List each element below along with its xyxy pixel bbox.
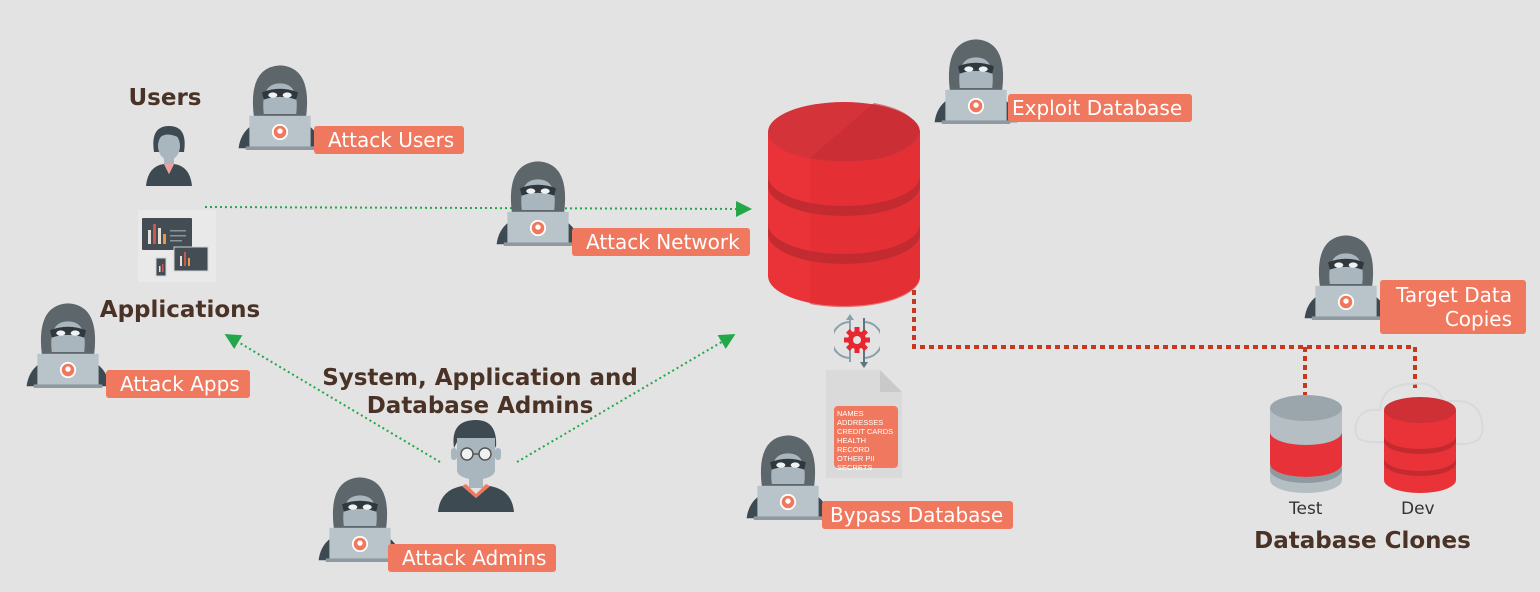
attack-admins-tag: Attack Admins bbox=[388, 544, 557, 572]
data-item: OTHER PII bbox=[837, 454, 875, 463]
dev-label: Dev bbox=[1401, 499, 1435, 519]
admins-to-apps-link bbox=[224, 333, 441, 463]
admin-icon bbox=[438, 420, 514, 512]
target-copies-line2: Copies bbox=[1444, 307, 1512, 331]
cloud-icon bbox=[1354, 382, 1484, 446]
data-item: SECRETS bbox=[837, 463, 873, 472]
attack-network-tag: Attack Network bbox=[572, 228, 750, 256]
users-to-db-link bbox=[204, 200, 752, 217]
hacker-icon bbox=[26, 303, 110, 388]
hacker-icon bbox=[496, 161, 580, 246]
user-icon bbox=[146, 126, 192, 186]
bypass-database-tag: Bypass Database bbox=[822, 501, 1014, 529]
target-copies-line1: Target Data bbox=[1396, 283, 1512, 307]
admins-heading-line2: Database Admins bbox=[366, 393, 594, 419]
attack-apps-tag: Attack Apps bbox=[106, 370, 250, 398]
sensitive-data-document: NAMES ADDRESSES CREDIT CARDS HEALTH RECO… bbox=[824, 370, 902, 478]
sensitive-data-list: NAMES ADDRESSES CREDIT CARDS HEALTH RECO… bbox=[834, 406, 898, 472]
attack-users-tag: Attack Users bbox=[314, 126, 465, 154]
sync-gear-icon bbox=[834, 314, 880, 368]
data-item: HEALTH RECORD bbox=[837, 436, 870, 454]
applications-icon bbox=[138, 210, 216, 282]
clones-heading: Database Clones bbox=[1254, 528, 1471, 554]
admins-to-db-link bbox=[516, 333, 736, 463]
data-item: NAMES bbox=[837, 409, 864, 418]
exploit-database-tag: Exploit Database bbox=[1008, 94, 1193, 122]
hacker-icon bbox=[238, 65, 322, 150]
test-label: Test bbox=[1289, 499, 1323, 519]
data-item: ADDRESSES bbox=[837, 418, 884, 427]
hacker-icon bbox=[1304, 235, 1388, 320]
hacker-icon bbox=[934, 39, 1018, 124]
target-data-copies-tag: Target Data Copies bbox=[1380, 280, 1526, 334]
test-database-icon bbox=[1270, 395, 1342, 493]
applications-heading: Applications bbox=[99, 297, 261, 323]
data-item: CREDIT CARDS bbox=[837, 427, 894, 436]
admins-heading-line1: System, Application and bbox=[322, 365, 638, 391]
admins-heading: System, Application and Database Admins bbox=[310, 364, 650, 420]
hacker-icon bbox=[746, 435, 830, 520]
users-heading: Users bbox=[128, 85, 202, 111]
dev-database-icon bbox=[1384, 397, 1456, 493]
main-database-icon bbox=[768, 102, 921, 308]
hacker-icon bbox=[318, 477, 402, 562]
db-to-clones-link bbox=[912, 290, 1417, 392]
